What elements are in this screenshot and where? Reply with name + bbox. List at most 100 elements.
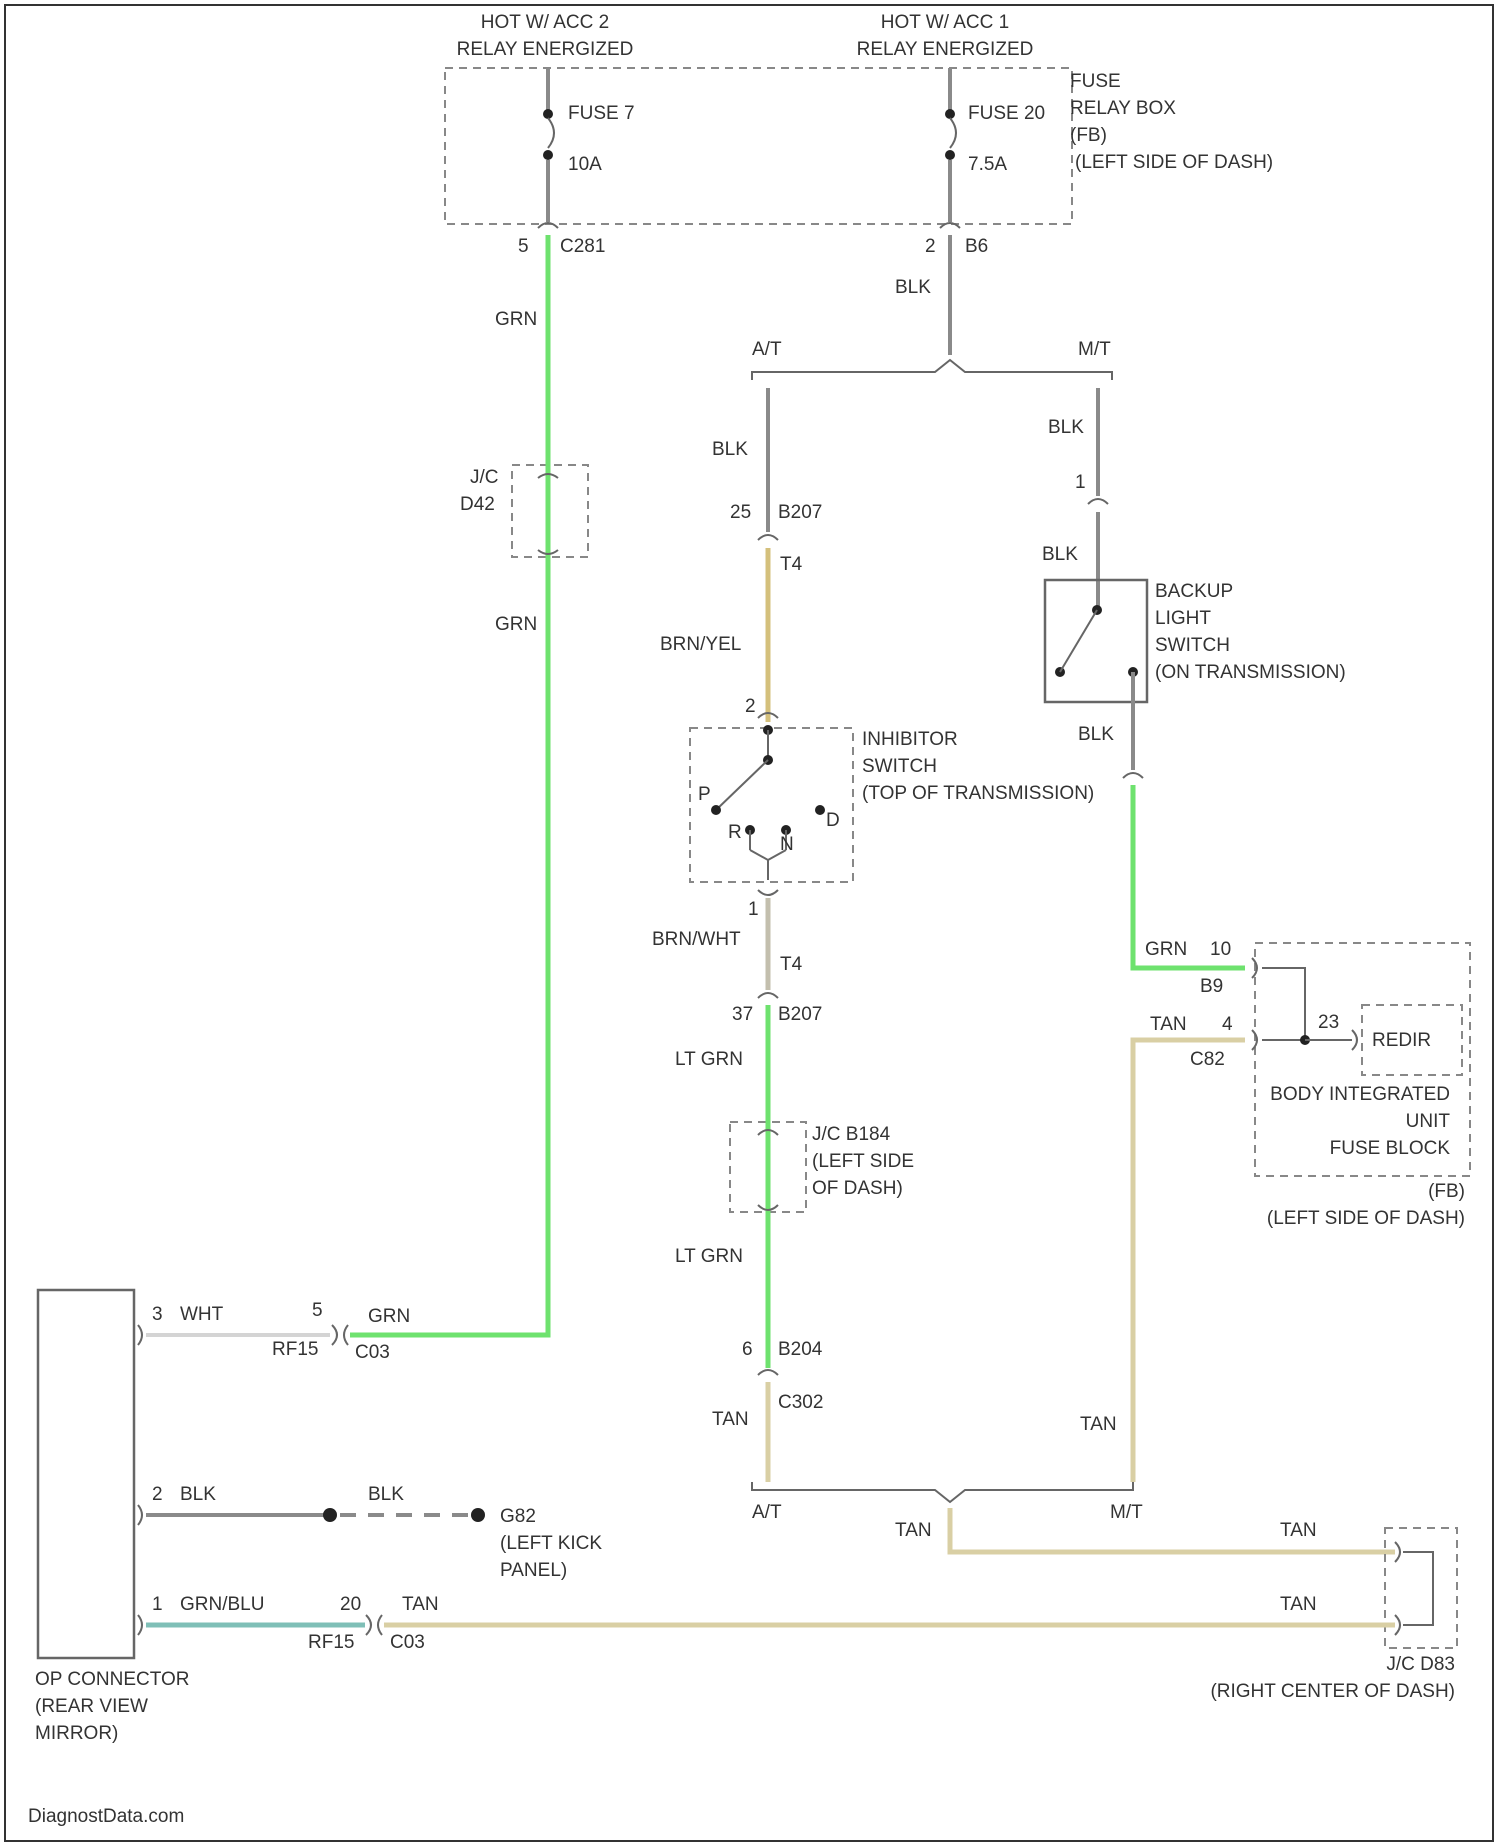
svg-text:D42: D42 xyxy=(460,494,495,515)
svg-text:TAN: TAN xyxy=(712,1409,749,1430)
svg-text:N: N xyxy=(780,834,794,855)
fuse-7: FUSE 7 10A xyxy=(543,68,635,222)
svg-text:FUSE 7: FUSE 7 xyxy=(568,103,635,124)
svg-text:HOT W/ ACC 1: HOT W/ ACC 1 xyxy=(881,12,1009,33)
svg-text:5: 5 xyxy=(518,236,529,257)
svg-text:(RIGHT CENTER OF DASH): (RIGHT CENTER OF DASH) xyxy=(1210,1681,1455,1702)
svg-text:2: 2 xyxy=(152,1484,163,1505)
svg-text:D: D xyxy=(826,810,840,831)
svg-text:(LEFT KICK: (LEFT KICK xyxy=(500,1533,602,1554)
svg-text:4: 4 xyxy=(1222,1014,1233,1035)
svg-text:HOT W/ ACC 2: HOT W/ ACC 2 xyxy=(481,12,609,33)
svg-text:SWITCH: SWITCH xyxy=(862,756,937,777)
svg-text:RELAY BOX: RELAY BOX xyxy=(1070,98,1176,119)
svg-text:(LEFT SIDE: (LEFT SIDE xyxy=(812,1151,914,1172)
svg-text:BLK: BLK xyxy=(895,277,931,298)
diagram-frame xyxy=(5,5,1493,1841)
wire-grn-left: GRN GRN xyxy=(350,235,548,1335)
svg-text:GRN: GRN xyxy=(495,614,537,635)
svg-text:RELAY ENERGIZED: RELAY ENERGIZED xyxy=(857,39,1034,60)
svg-text:B207: B207 xyxy=(778,502,822,523)
svg-text:(ON TRANSMISSION): (ON TRANSMISSION) xyxy=(1155,662,1346,683)
wire-blk-mt: BLK 1 BLK xyxy=(1042,388,1108,610)
svg-text:MIRROR): MIRROR) xyxy=(35,1723,118,1744)
branch-brace-top: A/T M/T xyxy=(752,339,1112,380)
svg-text:C281: C281 xyxy=(560,236,605,257)
svg-text:B9: B9 xyxy=(1200,976,1223,997)
svg-text:1: 1 xyxy=(748,899,759,920)
svg-text:LT GRN: LT GRN xyxy=(675,1049,743,1070)
svg-text:A/T: A/T xyxy=(752,1502,782,1523)
svg-text:(FB): (FB) xyxy=(1428,1181,1465,1202)
svg-text:PANEL): PANEL) xyxy=(500,1560,567,1581)
connector-c281: 5 C281 xyxy=(518,223,605,257)
svg-text:2: 2 xyxy=(745,696,756,717)
svg-text:LIGHT: LIGHT xyxy=(1155,608,1211,629)
fuse-relay-box-label: FUSE RELAY BOX (FB) (LEFT SIDE OF DASH) xyxy=(1070,71,1273,173)
svg-text:RELAY ENERGIZED: RELAY ENERGIZED xyxy=(457,39,634,60)
svg-text:C03: C03 xyxy=(390,1632,425,1653)
svg-text:25: 25 xyxy=(730,502,751,523)
wire-tan-right: TAN 4 C82 TAN xyxy=(1080,1014,1245,1482)
svg-text:J/C: J/C xyxy=(470,467,499,488)
svg-text:GRN: GRN xyxy=(1145,939,1187,960)
svg-text:OF DASH): OF DASH) xyxy=(812,1178,903,1199)
svg-text:SWITCH: SWITCH xyxy=(1155,635,1230,656)
svg-text:(LEFT SIDE OF DASH): (LEFT SIDE OF DASH) xyxy=(1075,152,1273,173)
wire-grn-right: GRN 10 B9 xyxy=(1133,785,1245,997)
svg-text:INHIBITOR: INHIBITOR xyxy=(862,729,958,750)
svg-text:23: 23 xyxy=(1318,1012,1339,1033)
svg-text:1: 1 xyxy=(1075,472,1086,493)
svg-text:5: 5 xyxy=(312,1300,323,1321)
svg-text:OP CONNECTOR: OP CONNECTOR xyxy=(35,1669,190,1690)
inhibitor-switch: 2 P R N D INHIBITOR SWITCH (TOP OF TRANS… xyxy=(690,696,1094,920)
svg-text:A/T: A/T xyxy=(752,339,782,360)
svg-text:7.5A: 7.5A xyxy=(968,154,1007,175)
svg-text:10: 10 xyxy=(1210,939,1231,960)
wire-brn-wht: BRN/WHT T4 37 B207 xyxy=(652,898,822,1025)
svg-text:BRN/WHT: BRN/WHT xyxy=(652,929,741,950)
svg-text:20: 20 xyxy=(340,1594,361,1615)
svg-text:GRN/BLU: GRN/BLU xyxy=(180,1594,264,1615)
svg-text:BLK: BLK xyxy=(1042,544,1078,565)
op-pin-2-ground: 2 BLK BLK G82 (LEFT KICK PANEL) xyxy=(138,1484,602,1581)
svg-text:T4: T4 xyxy=(780,954,803,975)
svg-text:C302: C302 xyxy=(778,1392,823,1413)
backup-light-switch: BACKUP LIGHT SWITCH (ON TRANSMISSION) xyxy=(1045,580,1346,702)
svg-text:BLK: BLK xyxy=(1078,724,1114,745)
connector-b207-top: 25 B207 T4 xyxy=(730,502,822,575)
svg-text:T4: T4 xyxy=(780,554,803,575)
svg-text:BLK: BLK xyxy=(712,439,748,460)
svg-text:C03: C03 xyxy=(355,1342,390,1363)
svg-text:J/C D83: J/C D83 xyxy=(1386,1654,1455,1675)
fuse-20: FUSE 20 7.5A xyxy=(945,68,1045,222)
svg-text:3: 3 xyxy=(152,1304,163,1325)
op-pin-3-wire: 3 WHT 5 RF15 GRN C03 xyxy=(138,1300,410,1363)
svg-text:LT GRN: LT GRN xyxy=(675,1246,743,1267)
svg-text:BLK: BLK xyxy=(180,1484,216,1505)
svg-text:RF15: RF15 xyxy=(308,1632,354,1653)
svg-text:B6: B6 xyxy=(965,236,988,257)
svg-text:B207: B207 xyxy=(778,1004,822,1025)
svg-text:C82: C82 xyxy=(1190,1049,1225,1070)
svg-text:G82: G82 xyxy=(500,1506,536,1527)
svg-text:B204: B204 xyxy=(778,1339,823,1360)
svg-text:37: 37 xyxy=(732,1004,753,1025)
svg-text:FUSE 20: FUSE 20 xyxy=(968,103,1045,124)
svg-text:TAN: TAN xyxy=(895,1520,932,1541)
svg-text:GRN: GRN xyxy=(368,1306,410,1327)
junction-d42: J/C D42 xyxy=(460,462,588,560)
svg-text:M/T: M/T xyxy=(1110,1502,1143,1523)
svg-text:(TOP OF TRANSMISSION): (TOP OF TRANSMISSION) xyxy=(862,783,1094,804)
svg-text:FUSE: FUSE xyxy=(1070,71,1121,92)
svg-text:UNIT: UNIT xyxy=(1406,1111,1451,1132)
hot-left-label: HOT W/ ACC 2 RELAY ENERGIZED xyxy=(457,12,634,60)
wire-tan-jc-upper: TAN TAN xyxy=(895,1508,1395,1552)
svg-text:RF15: RF15 xyxy=(272,1339,318,1360)
svg-text:BLK: BLK xyxy=(1048,417,1084,438)
svg-text:M/T: M/T xyxy=(1078,339,1111,360)
connector-b6: 2 B6 xyxy=(925,223,988,257)
svg-text:TAN: TAN xyxy=(402,1594,439,1615)
svg-text:R: R xyxy=(728,822,742,843)
